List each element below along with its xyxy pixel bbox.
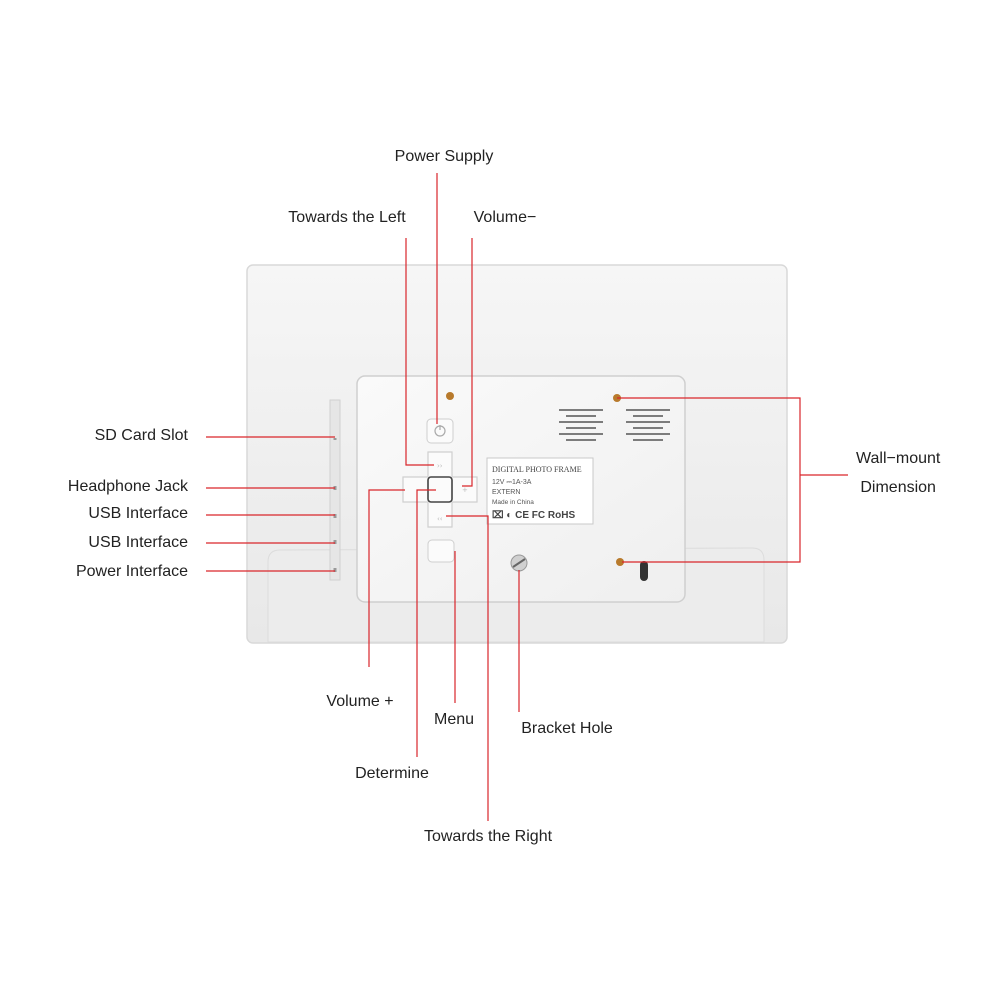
- label-plate-marks: ⌧ ◐ CE FC RoHS: [492, 510, 575, 521]
- callout-volume-plus: Volume +: [326, 693, 394, 710]
- bracket-hole: [510, 554, 528, 572]
- callout-volume-minus: Volume−: [473, 209, 537, 226]
- speaker-grille-left: [559, 409, 603, 441]
- callout-wall-mount-line1: Wall−mount: [856, 450, 941, 467]
- label-plate: [486, 457, 594, 525]
- leader-towards-right: [446, 515, 489, 821]
- label-plate-origin: Made in China: [492, 499, 534, 506]
- rear-slot: [640, 561, 648, 581]
- menu-button[interactable]: [427, 539, 455, 563]
- leader-towards-left: [405, 238, 434, 466]
- power-button[interactable]: [426, 418, 454, 444]
- callout-sd-card-slot: SD Card Slot: [94, 427, 188, 444]
- callout-menu: Menu: [433, 711, 475, 728]
- callout-wall-mount-line2: Dimension: [860, 479, 936, 496]
- svg-text:+: +: [462, 486, 468, 494]
- leader-determine: [416, 489, 436, 757]
- callout-usb-interface-1: USB Interface: [88, 505, 188, 522]
- callout-determine: Determine: [355, 765, 429, 782]
- callout-usb-interface-2: USB Interface: [88, 534, 188, 551]
- callout-towards-left: Towards the Left: [288, 209, 406, 226]
- label-plate-extern: EXTERN: [492, 489, 520, 496]
- callout-power-supply: Power Supply: [394, 148, 494, 165]
- label-plate-rating: 12V ⎓1A-3A: [492, 479, 532, 486]
- svg-text:‹‹: ‹‹: [437, 515, 443, 523]
- leader-volume-minus: [462, 238, 473, 487]
- leader-wall-mount: [617, 397, 801, 563]
- callout-power-interface: Power Interface: [75, 563, 188, 580]
- callout-wall-mount: Wall−mount Dimension: [856, 444, 940, 502]
- leader-lines: [206, 173, 848, 821]
- callout-bracket-hole: Bracket Hole: [521, 720, 613, 737]
- screw-top-left: [446, 392, 454, 400]
- leader-volume-plus: [368, 489, 405, 667]
- svg-text:››: ››: [437, 462, 443, 470]
- label-plate-title: DIGITAL PHOTO FRAME: [492, 465, 582, 474]
- callout-towards-right: Towards the Right: [423, 828, 553, 845]
- speaker-grille-right: [626, 409, 670, 441]
- callout-headphone-jack: Headphone Jack: [67, 478, 188, 495]
- wall-mount-hole-bottom: [616, 558, 624, 566]
